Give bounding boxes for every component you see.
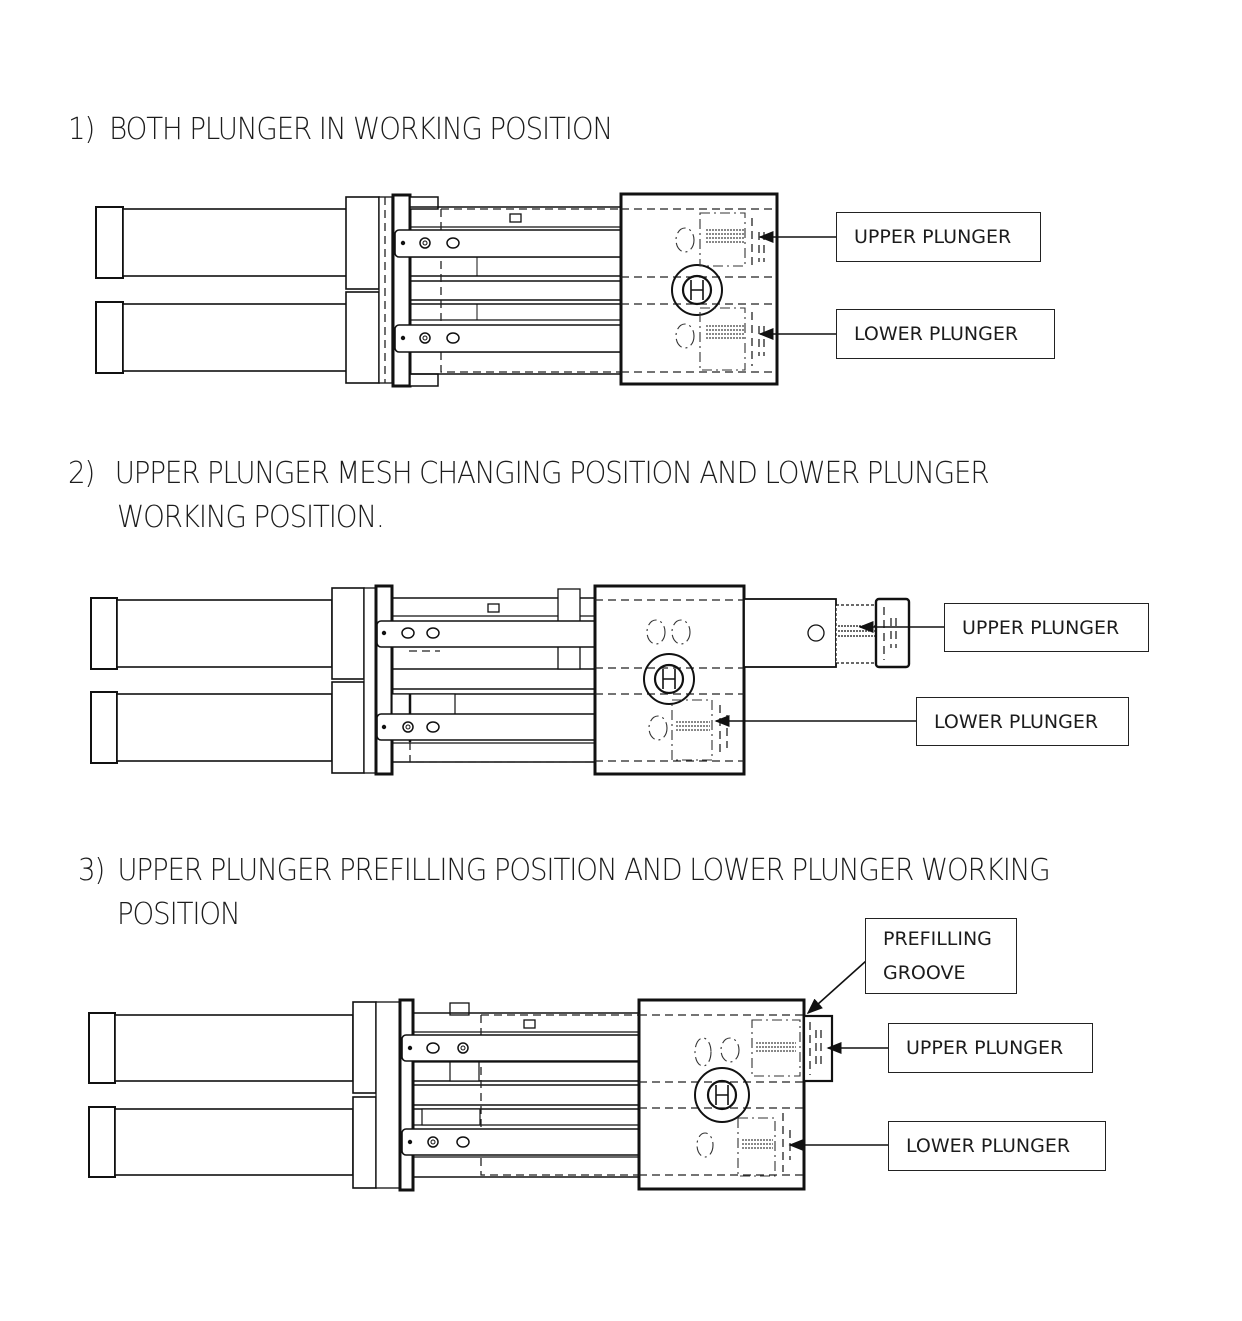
bracket-plate	[391, 193, 412, 388]
center-port	[643, 653, 695, 705]
section-1-number: 1)	[68, 112, 95, 147]
callout-label: UPPER PLUNGER	[906, 1037, 1064, 1059]
callout-label: UPPER PLUNGER	[962, 616, 1120, 639]
callout-upper-plunger-2: UPPER PLUNGER	[944, 603, 1149, 652]
upper-cylinder	[88, 1012, 354, 1084]
callout-label: LOWER PLUNGER	[934, 710, 1099, 733]
upper-strap	[401, 1034, 655, 1062]
upper-screen-detail	[751, 1019, 801, 1077]
lower-strap	[401, 1128, 655, 1156]
callout-lower-plunger-3: LOWER PLUNGER	[888, 1121, 1106, 1171]
callout-label-line-2: GROOVE	[883, 962, 966, 984]
callout-upper-plunger-3: UPPER PLUNGER	[888, 1023, 1093, 1073]
center-port	[694, 1067, 750, 1123]
upper-flange	[345, 196, 380, 290]
lower-strap	[376, 713, 610, 741]
upper-plunger-prefill	[802, 1014, 834, 1083]
callout-prefilling-groove-3: PREFILLING GROOVE	[865, 918, 1017, 994]
lower-flange	[345, 291, 380, 384]
section-3-heading-line-2: POSITION	[117, 893, 241, 937]
housing	[593, 584, 746, 776]
callout-upper-plunger-1: UPPER PLUNGER	[836, 212, 1041, 262]
lower-cylinder	[90, 691, 333, 764]
section-2-title-line-1: UPPER PLUNGER MESH CHANGING POSITION AND…	[114, 456, 990, 491]
callout-lower-plunger-1: LOWER PLUNGER	[836, 309, 1055, 359]
prefilling-groove-leader	[806, 960, 867, 1015]
callout-label: LOWER PLUNGER	[854, 323, 1019, 345]
section-2-heading-line-2: WORKING POSITION.	[117, 496, 385, 540]
section-2-title-line-2: WORKING POSITION.	[117, 500, 385, 535]
section-2-number: 2)	[68, 456, 95, 491]
upper-cylinder	[95, 206, 348, 279]
section-3-title-line-1: UPPER PLUNGER PREFILLING POSITION AND LO…	[117, 853, 1050, 888]
housing	[619, 192, 779, 386]
callout-label: UPPER PLUNGER	[854, 226, 1012, 248]
bracket-plate	[398, 998, 415, 1192]
upper-strap	[376, 620, 610, 648]
section-3-title-line-2: POSITION	[117, 897, 241, 932]
section-3-heading: 3) UPPER PLUNGER PREFILLING POSITION AND…	[78, 849, 1051, 893]
callout-label: LOWER PLUNGER	[906, 1135, 1071, 1157]
upper-plunger-extended	[743, 597, 911, 669]
upper-strap	[394, 229, 636, 258]
diagram-2	[90, 584, 944, 776]
center-port	[671, 264, 723, 316]
section-1-heading: 1) BOTH PLUNGER IN WORKING POSITION	[68, 108, 613, 152]
section-3-number: 3)	[78, 853, 105, 888]
section-2-heading: 2) UPPER PLUNGER MESH CHANGING POSITION …	[68, 452, 990, 496]
callout-label-line-1: PREFILLING	[883, 928, 992, 950]
lower-strap	[394, 324, 636, 353]
housing	[637, 998, 806, 1191]
bracket-plate	[374, 584, 394, 776]
lower-cylinder	[95, 301, 348, 374]
diagram-1	[95, 192, 836, 388]
diagram-3	[88, 960, 888, 1192]
lower-cylinder	[88, 1106, 354, 1178]
section-1-title: BOTH PLUNGER IN WORKING POSITION	[109, 112, 613, 147]
callout-lower-plunger-2: LOWER PLUNGER	[916, 697, 1129, 746]
upper-cylinder	[90, 597, 333, 670]
